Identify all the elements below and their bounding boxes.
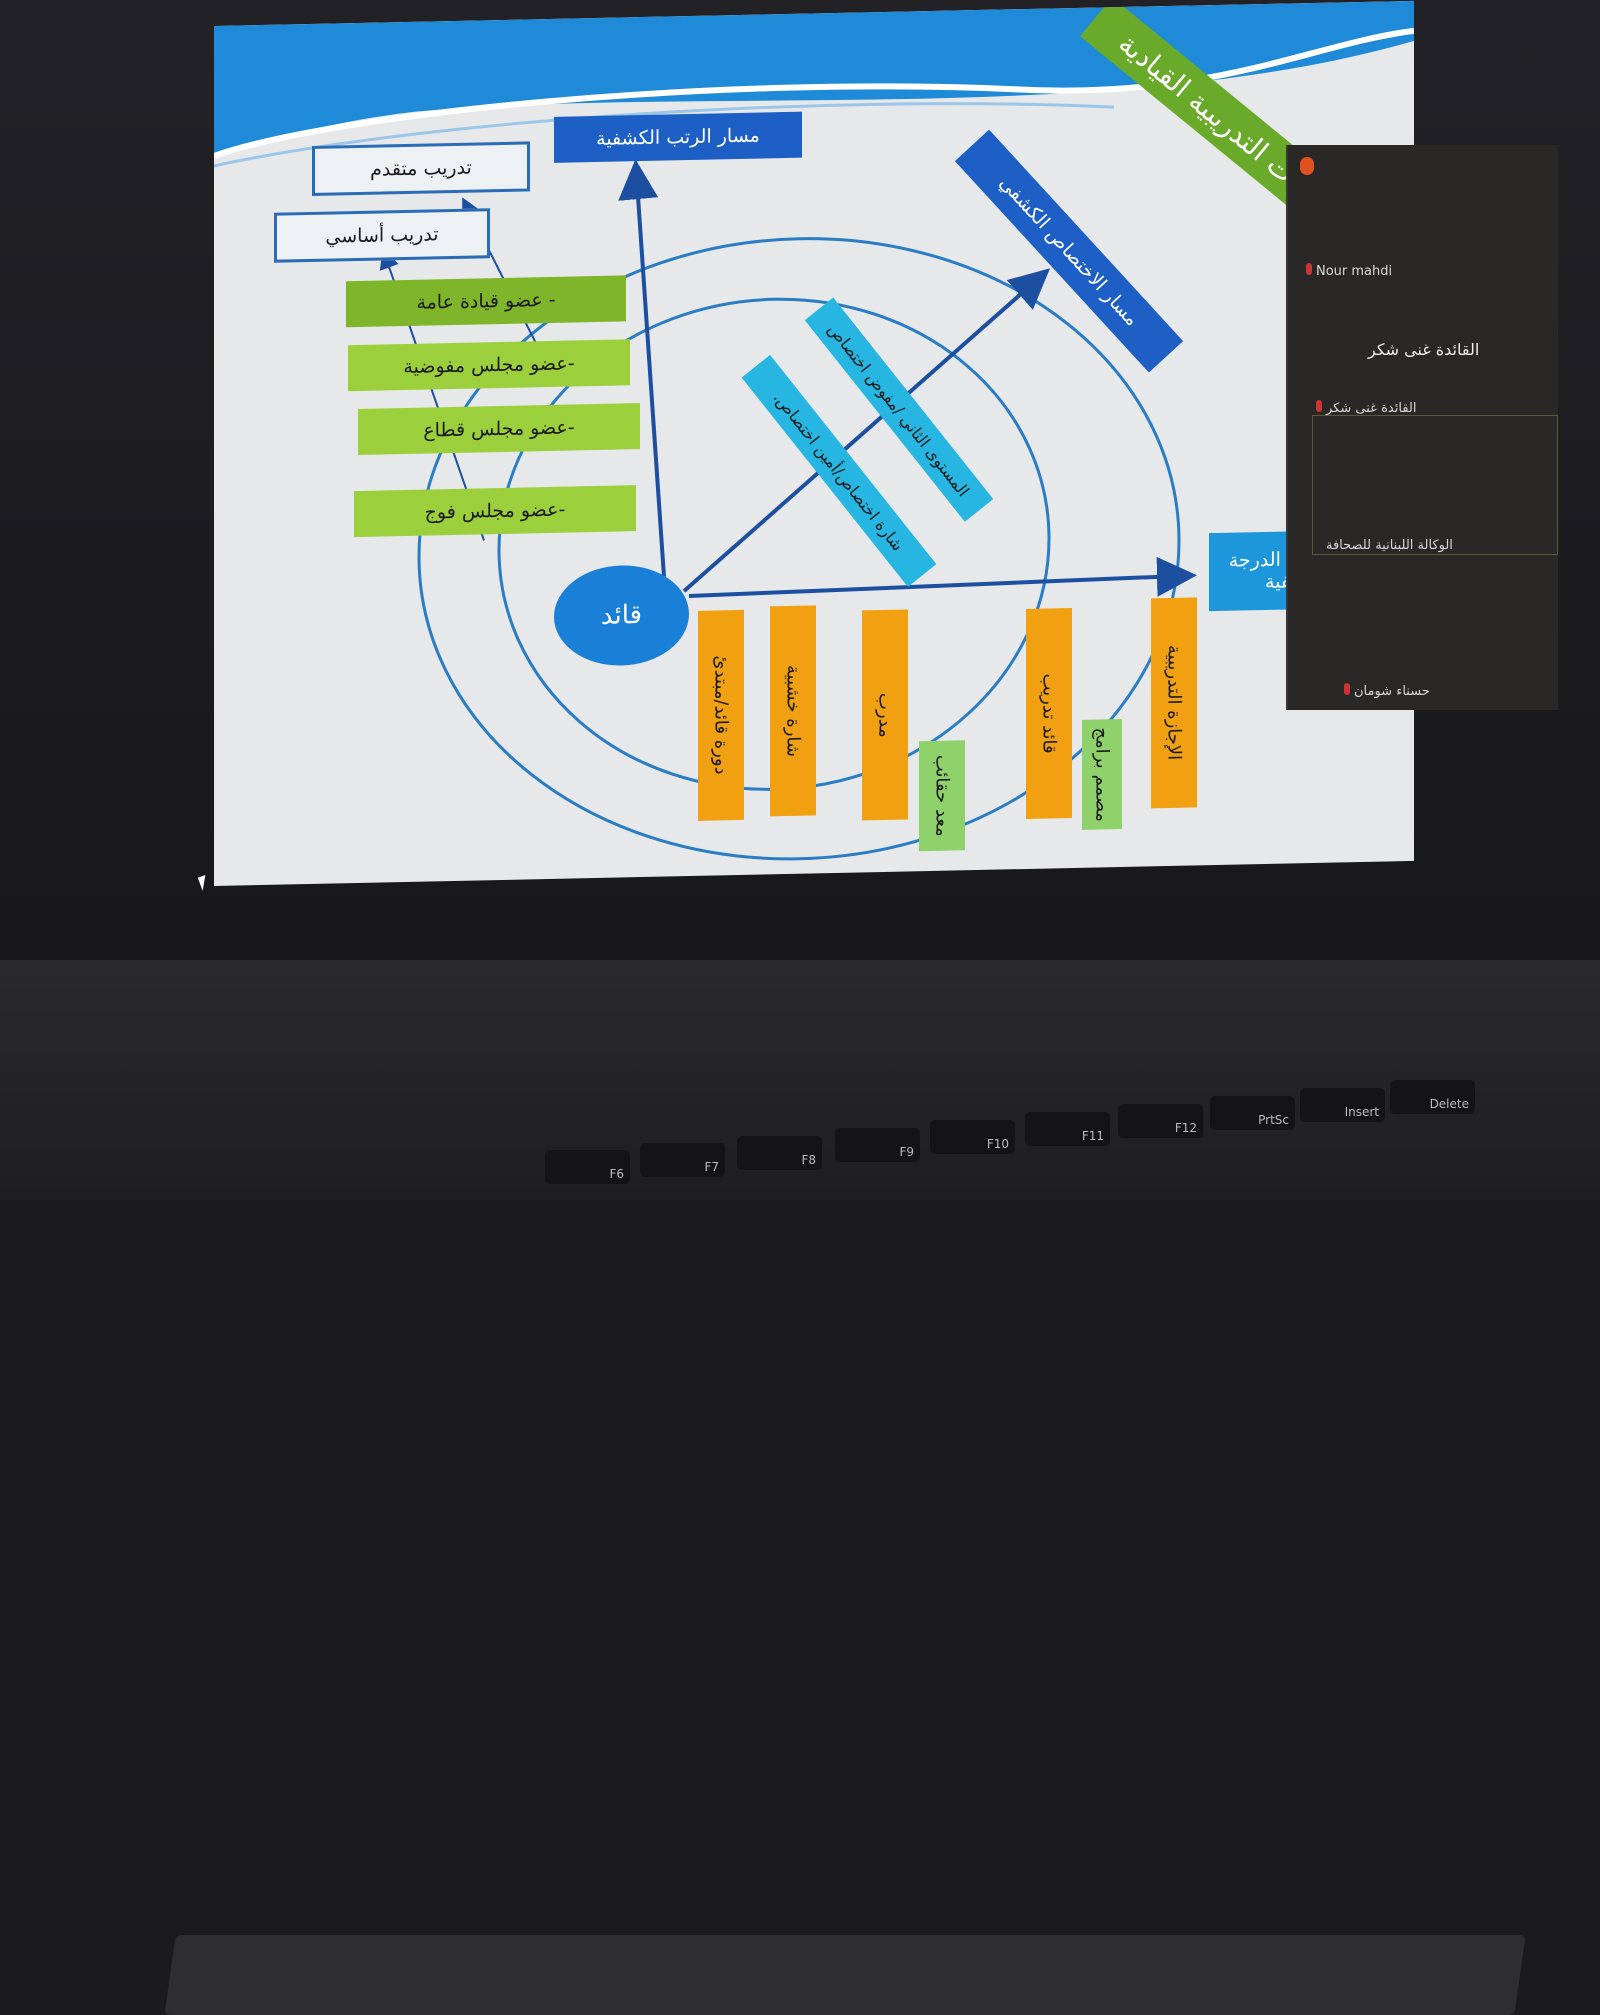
participant-name: حسناء شومان (1354, 684, 1430, 699)
participant-tile[interactable]: القائدة غنى شكر (1312, 400, 1416, 416)
key-f12[interactable]: F12 (1118, 1104, 1203, 1138)
sub-degree-bar: معد حقائب (919, 740, 965, 852)
raise-hand-icon (1300, 157, 1314, 175)
participants-panel[interactable]: Nour mahdi القائدة غنى شكر القائدة غنى ش… (1286, 145, 1558, 710)
participant-name: القائدة غنى شكر (1326, 401, 1417, 416)
key-f6[interactable]: F6 (545, 1150, 630, 1184)
participant-tile[interactable]: حسناء شومان (1340, 683, 1430, 699)
membership-item: -عضو مجلس مفوضية (348, 339, 630, 392)
rank-path-label: مسار الرتب الكشفية (554, 111, 802, 163)
participant-tile[interactable]: Nour mahdi (1302, 263, 1392, 279)
membership-item: - عضو قيادة عامة (346, 275, 626, 328)
key-delete[interactable]: Delete (1390, 1080, 1475, 1114)
mic-muted-icon (1306, 263, 1312, 275)
presentation-slide: مسارات التدريبية القيادية مسار الرتب الك… (214, 0, 1414, 886)
laptop-hinge (164, 1935, 1526, 2015)
key-f9[interactable]: F9 (835, 1128, 920, 1162)
basic-training-box: تدريب أساسي (274, 208, 490, 263)
key-f7[interactable]: F7 (640, 1143, 725, 1177)
sub-degree-bar: مصمم برامج (1082, 718, 1122, 830)
key-f8[interactable]: F8 (737, 1136, 822, 1170)
key-f10[interactable]: F10 (930, 1120, 1015, 1154)
participant-name: Nour mahdi (1316, 264, 1393, 279)
featured-participant-name: القائدة غنى شكر (1368, 340, 1480, 359)
membership-item: -عضو مجلس قطاع (358, 403, 640, 455)
degree-bar: مدرب (862, 609, 908, 821)
degree-bar: الإجازة التدريبية (1151, 597, 1197, 809)
key-f11[interactable]: F11 (1025, 1112, 1110, 1146)
membership-item: -عضو مجلس فوج (354, 485, 636, 538)
advanced-training-box: تدريب متقدم (312, 141, 530, 196)
participant-name: الوكالة اللبنانية للصحافة (1326, 538, 1453, 553)
mic-muted-icon (1344, 683, 1350, 695)
degree-bar: شارة خشبية (770, 605, 816, 817)
key-insert[interactable]: Insert (1300, 1088, 1385, 1122)
key-prtsc[interactable]: PrtSc (1210, 1096, 1295, 1130)
degree-bar: دورة قائد/مبتدئ (698, 609, 744, 821)
participant-video-tile[interactable] (1312, 415, 1558, 555)
degree-bar: قائد تدريب (1026, 608, 1072, 819)
mic-muted-icon (1316, 400, 1322, 412)
